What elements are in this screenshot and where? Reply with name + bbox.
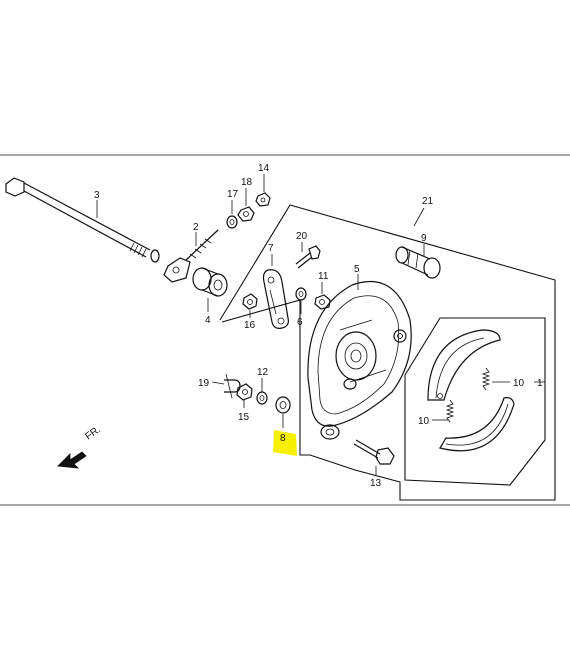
- highlight-part-8: [273, 430, 297, 456]
- callout-20: 20: [296, 231, 308, 242]
- callout-21: 21: [422, 196, 434, 207]
- callout-4: 4: [205, 315, 211, 326]
- washer-part-17: [226, 215, 238, 229]
- washer-part-12: [256, 391, 268, 405]
- callout-14: 14: [258, 163, 270, 174]
- callout-12: 12: [257, 367, 269, 378]
- nut-part-14: [255, 192, 271, 207]
- washer-part-8: [275, 396, 291, 414]
- leader-lines: [96, 174, 545, 476]
- adjuster-part-2: [163, 229, 219, 283]
- callout-16: 16: [244, 320, 256, 331]
- callout-1: 1: [537, 378, 543, 389]
- nut-part-18: [237, 206, 255, 222]
- nut-part-16: [242, 293, 258, 310]
- brake-shoe-upper: [427, 329, 501, 401]
- callout-10-left: 10: [418, 416, 430, 427]
- callout-2: 2: [193, 222, 199, 233]
- washer-part-6: [295, 287, 307, 301]
- torque-link-part-7: [262, 269, 289, 329]
- callout-13: 13: [370, 478, 382, 489]
- cotter-pin-part-19: [224, 373, 241, 399]
- brake-shoe-lower: [439, 397, 515, 452]
- brake-cam-part-9: [395, 246, 441, 279]
- assembly-21-frame: [219, 204, 556, 501]
- assembly-1-frame: [404, 317, 546, 486]
- callout-9: 9: [421, 233, 427, 244]
- callout-19: 19: [198, 378, 210, 389]
- collar-part-4: [192, 267, 228, 297]
- axle-part-3: [5, 177, 160, 263]
- nut-part-15: [236, 383, 253, 401]
- front-direction-arrow-icon: [57, 451, 87, 469]
- callout-5: 5: [354, 264, 360, 275]
- callout-18: 18: [241, 177, 253, 188]
- callout-17: 17: [227, 189, 239, 200]
- brake-panel-part-5: [307, 281, 412, 440]
- spring-part-10-left: [445, 399, 455, 423]
- callout-11: 11: [318, 271, 329, 282]
- callout-7: 7: [268, 243, 274, 254]
- callout-6: 6: [297, 317, 303, 328]
- callout-8: 8: [280, 433, 286, 444]
- bolt-part-13: [353, 439, 395, 465]
- nut-part-11: [314, 294, 331, 310]
- front-direction-label: FR.: [83, 424, 103, 442]
- bolt-part-20: [295, 245, 321, 269]
- callout-15: 15: [238, 412, 250, 423]
- spring-part-10-right: [481, 367, 491, 391]
- callout-10-right: 10: [513, 378, 525, 389]
- callout-3: 3: [94, 190, 100, 201]
